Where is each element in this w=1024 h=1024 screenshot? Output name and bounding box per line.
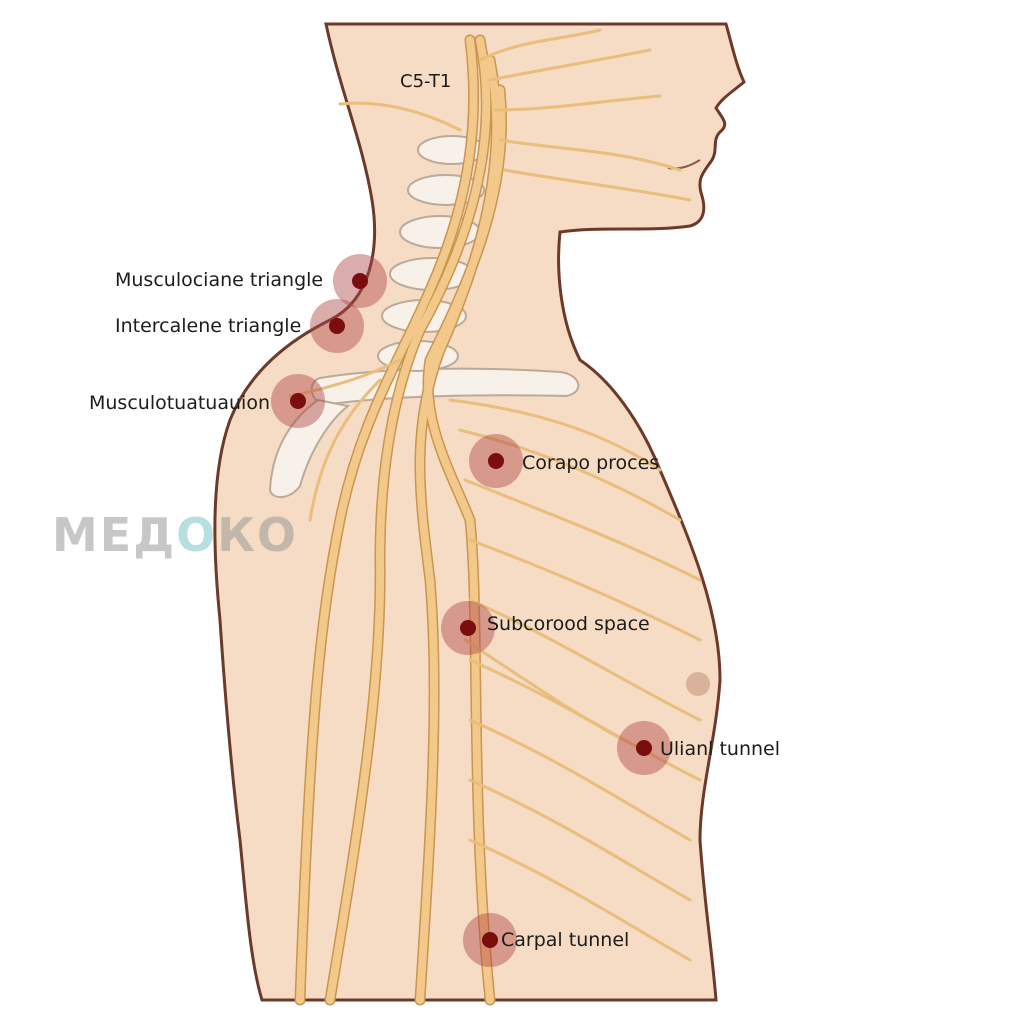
label-ulianl-tunnel: Ulianl tunnel <box>660 738 781 760</box>
marker-ulianl <box>617 721 671 775</box>
nipple-mark <box>686 672 710 696</box>
watermark-logo: МЕДОКО <box>52 512 298 558</box>
watermark-heart-o: О <box>176 508 218 562</box>
label-carpal-tunnel: Carpal tunnel <box>501 929 630 951</box>
watermark-part-1: МЕД <box>52 508 177 562</box>
marker-subcorood <box>441 601 495 655</box>
marker-musculotuatuauion <box>271 374 325 428</box>
marker-corapo <box>469 434 523 488</box>
watermark-part-3: КО <box>217 508 298 562</box>
label-intercalene-triangle: Intercalene triangle <box>115 315 302 337</box>
label-subcorood-space: Subcorood space <box>487 613 650 635</box>
label-musculociane-triangle: Musculociane triangle <box>115 269 324 291</box>
marker-carpal <box>463 913 517 967</box>
lesion-markers <box>271 254 671 967</box>
label-corapo-proces: Corapo proces <box>522 452 660 474</box>
body-silhouette <box>213 22 746 1002</box>
marker-musculociane <box>333 254 387 308</box>
label-musculotuatuauion: Musculotuatuauion <box>89 392 270 414</box>
scapula-outline <box>268 398 351 498</box>
marker-intercalene <box>310 299 364 353</box>
nerve-network <box>288 28 702 1006</box>
label-root-c5-t1: C5-T1 <box>400 71 452 92</box>
